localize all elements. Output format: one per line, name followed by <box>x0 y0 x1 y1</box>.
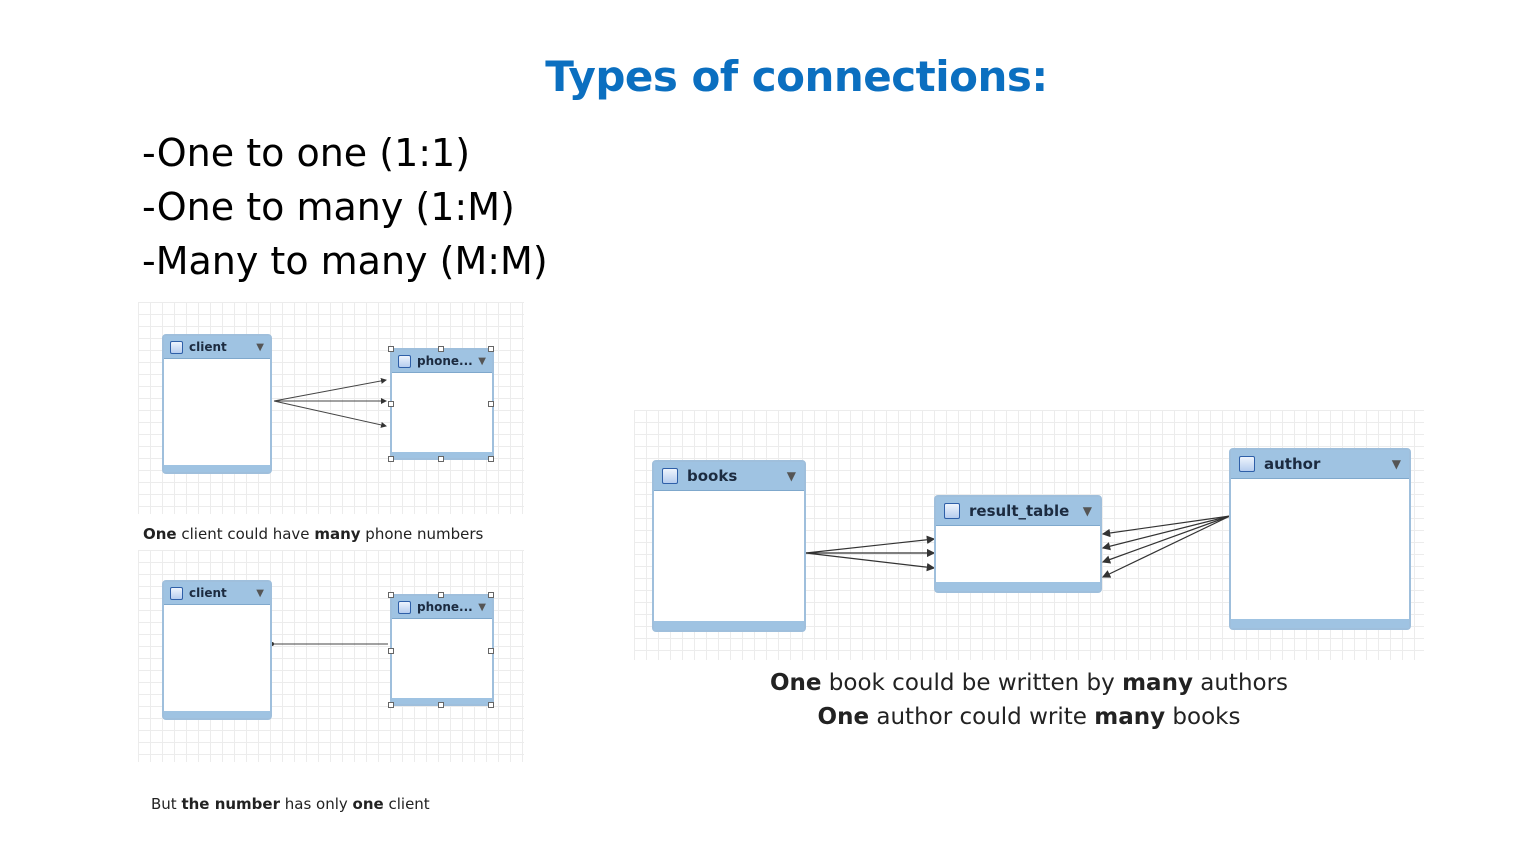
table-icon <box>170 586 183 600</box>
selection-handle[interactable] <box>388 648 394 654</box>
dropdown-triangle-icon[interactable]: ▼ <box>786 469 796 483</box>
dropdown-triangle-icon[interactable]: ▼ <box>256 341 264 353</box>
slide-title: Types of connections: <box>545 52 1048 101</box>
table-name: phone... <box>417 354 473 368</box>
selection-handle[interactable] <box>438 456 444 462</box>
table-name: client <box>189 340 227 354</box>
connector-line <box>805 535 936 554</box>
selection-handle[interactable] <box>388 702 394 708</box>
table-icon <box>944 503 960 519</box>
dropdown-triangle-icon[interactable]: ▼ <box>1391 457 1401 471</box>
table-phone[interactable]: phone... ▼ <box>390 594 494 706</box>
table-name: author <box>1264 455 1321 473</box>
table-client[interactable]: client ▼ <box>162 580 272 720</box>
selection-handle[interactable] <box>488 592 494 598</box>
connector-line <box>1101 515 1231 564</box>
selection-handle[interactable] <box>438 346 444 352</box>
selection-handle[interactable] <box>388 346 394 352</box>
selection-handle[interactable] <box>488 456 494 462</box>
table-icon <box>1239 456 1255 472</box>
table-name: books <box>687 467 738 485</box>
table-author[interactable]: author ▼ <box>1229 448 1411 630</box>
caption-one-to-one: But the number has only one client <box>151 795 430 813</box>
table-icon <box>662 468 678 484</box>
dropdown-triangle-icon[interactable]: ▼ <box>1082 504 1092 518</box>
table-phone[interactable]: phone... ▼ <box>390 348 494 460</box>
connector-line <box>1101 515 1231 578</box>
table-books[interactable]: books ▼ <box>652 460 806 632</box>
caption-one-to-many: One client could have many phone numbers <box>143 525 484 543</box>
dropdown-triangle-icon[interactable]: ▼ <box>478 601 486 613</box>
selection-handle[interactable] <box>488 401 494 407</box>
bullet-one-to-one: -One to one (1:1) <box>142 131 471 175</box>
bullet-one-to-many: -One to many (1:M) <box>142 185 515 229</box>
connector-line <box>1101 515 1231 551</box>
selection-handle[interactable] <box>388 592 394 598</box>
diagram-one-to-one: client ▼ phone... ▼ <box>138 550 524 762</box>
connection-types-list: -One to one (1:1) -One to many (1:M) -Ma… <box>142 126 548 288</box>
caption-many-to-many-line1: One book could be written by many author… <box>769 670 1289 696</box>
one-to-many-connectors <box>273 377 387 428</box>
bullet-many-to-many: -Many to many (M:M) <box>142 239 548 283</box>
diagram-many-to-many: books ▼ result_table ▼ author ▼ <box>634 410 1424 660</box>
selection-handle[interactable] <box>388 456 394 462</box>
table-name: client <box>189 586 227 600</box>
selection-handle[interactable] <box>438 702 444 708</box>
table-name: phone... <box>417 600 473 614</box>
selection-handle[interactable] <box>388 401 394 407</box>
selection-handle[interactable] <box>488 648 494 654</box>
table-name: result_table <box>969 502 1070 520</box>
diagram-one-to-many: client ▼ phone... ▼ <box>138 302 524 514</box>
dropdown-triangle-icon[interactable]: ▼ <box>478 355 486 367</box>
connector-line <box>1101 515 1231 538</box>
connector-line <box>273 400 387 428</box>
table-client[interactable]: client ▼ <box>162 334 272 474</box>
selection-handle[interactable] <box>438 592 444 598</box>
table-icon <box>398 354 411 368</box>
table-result[interactable]: result_table ▼ <box>934 495 1102 593</box>
caption-many-to-many-line2: One author could write many books <box>817 704 1241 730</box>
table-icon <box>398 600 411 614</box>
dropdown-triangle-icon[interactable]: ▼ <box>256 587 264 599</box>
many-to-many-connectors <box>805 515 1231 578</box>
connector-line <box>805 552 936 572</box>
selection-handle[interactable] <box>488 702 494 708</box>
selection-handle[interactable] <box>488 346 494 352</box>
table-icon <box>170 340 183 354</box>
connector-line <box>273 377 387 402</box>
